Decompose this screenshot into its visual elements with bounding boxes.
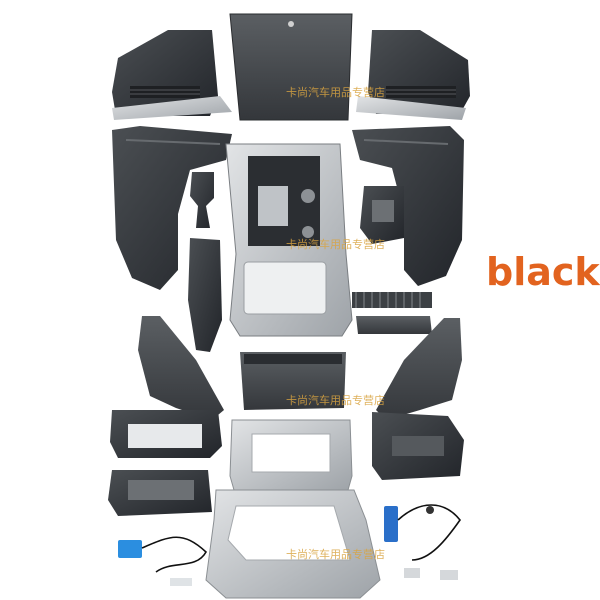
- right-bracket-assembly: [372, 412, 464, 480]
- watermark-top: 卡尚汽车用品专营店: [286, 86, 385, 99]
- wiring-harness-right: [384, 504, 461, 580]
- gear-shift-knob: [190, 172, 214, 228]
- lower-console-tray: [108, 470, 212, 516]
- watermark-middle: 卡尚汽车用品专营店: [286, 238, 385, 251]
- watermark-bottom: 卡尚汽车用品专营店: [286, 548, 385, 561]
- left-side-trim: [112, 126, 232, 290]
- center-console-panel: [225, 143, 353, 337]
- top-cover-panel: [229, 13, 353, 121]
- switch-module: [360, 186, 404, 244]
- right-foot-trim: [376, 318, 462, 420]
- left-air-vent: [112, 30, 232, 120]
- color-label: black: [486, 250, 600, 294]
- cup-holder-tray: [110, 410, 222, 458]
- small-cover: [356, 316, 432, 334]
- wiring-harness-left: [118, 536, 208, 586]
- center-silver-frame: [229, 419, 353, 491]
- left-foot-trim: [138, 316, 224, 420]
- left-vertical-bracket: [188, 238, 222, 352]
- right-air-vent: [356, 30, 470, 120]
- watermark-lower: 卡尚汽车用品专营店: [286, 394, 385, 407]
- storage-tray-lid: [240, 352, 346, 410]
- ribbed-strip: [352, 292, 432, 308]
- right-side-trim: [352, 126, 464, 286]
- bottom-silver-bezel: [205, 489, 381, 599]
